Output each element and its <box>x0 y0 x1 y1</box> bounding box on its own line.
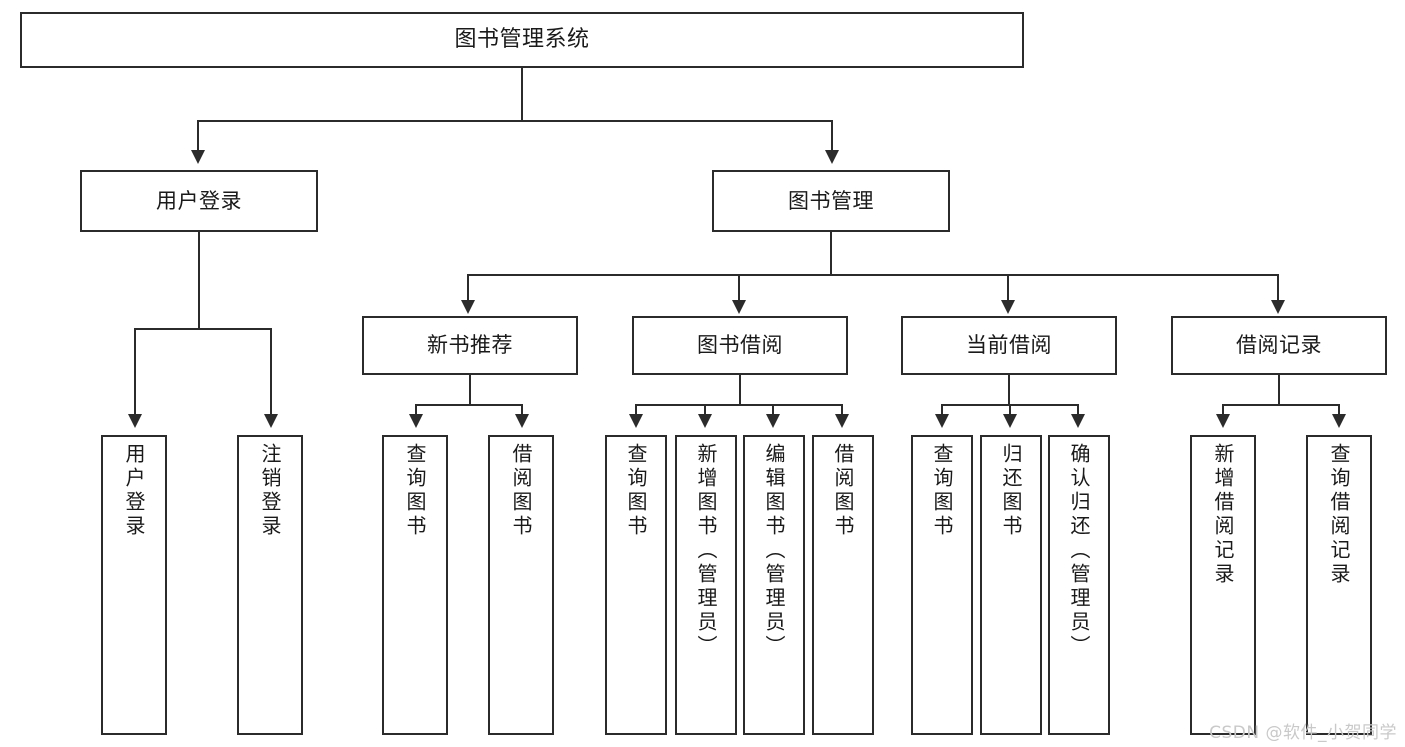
arrow-borrow-record-to-leaf-2 <box>1332 414 1346 428</box>
edge-bm-to-new-book <box>467 274 469 302</box>
arrow-book-borrow-to-leaf-1 <box>629 414 643 428</box>
edge-user-login-bus <box>134 328 272 330</box>
edge-new-book-to-leaf-1 <box>415 404 417 416</box>
arrow-borrow-record-to-leaf-1 <box>1216 414 1230 428</box>
arrow-current-borrow-to-leaf-3 <box>1071 414 1085 428</box>
edge-root-bus <box>197 120 833 122</box>
edge-bm-to-borrow-record <box>1277 274 1279 302</box>
edge-current-borrow-to-leaf-3 <box>1077 404 1079 416</box>
arrow-new-book-to-leaf-1 <box>409 414 423 428</box>
node-leaf-borrow-book-2[interactable]: 借阅图书 <box>812 435 874 735</box>
node-label: 查询借阅记录 <box>1327 443 1351 587</box>
node-leaf-edit-book[interactable]: 编辑图书（管理员） <box>743 435 805 735</box>
node-label: 新书推荐 <box>427 333 513 358</box>
edge-book-borrow-bus <box>635 404 843 406</box>
arrow-bm-to-borrow-record <box>1271 300 1285 314</box>
arrow-current-borrow-to-leaf-2 <box>1003 414 1017 428</box>
node-user-login[interactable]: 用户登录 <box>80 170 318 232</box>
node-label: 图书管理系统 <box>454 27 590 53</box>
node-label: 查询图书 <box>624 443 648 539</box>
edge-current-borrow-stem <box>1008 375 1010 404</box>
node-label: 查询图书 <box>930 443 954 539</box>
node-label: 归还图书 <box>999 443 1023 539</box>
edge-borrow-record-stem <box>1278 375 1280 404</box>
node-leaf-query-record[interactable]: 查询借阅记录 <box>1306 435 1372 735</box>
node-leaf-return-book[interactable]: 归还图书 <box>980 435 1042 735</box>
watermark: CSDN @软件_小贺同学 <box>1209 723 1397 743</box>
edge-new-book-stem <box>469 375 471 404</box>
arrow-new-book-to-leaf-2 <box>515 414 529 428</box>
node-leaf-borrow-book-1[interactable]: 借阅图书 <box>488 435 554 735</box>
node-new-book-recommend[interactable]: 新书推荐 <box>362 316 578 375</box>
node-label: 当前借阅 <box>966 333 1052 358</box>
arrow-root-to-user-login <box>191 150 205 164</box>
edge-book-borrow-to-leaf-4 <box>841 404 843 416</box>
node-label: 用户登录 <box>122 443 146 539</box>
edge-bm-to-book-borrow <box>738 274 740 302</box>
edge-user-login-to-leaf-1 <box>134 328 136 416</box>
edge-root-stem <box>521 68 523 120</box>
edge-book-borrow-to-leaf-1 <box>635 404 637 416</box>
node-leaf-user-login[interactable]: 用户登录 <box>101 435 167 735</box>
node-label: 新增借阅记录 <box>1211 443 1235 587</box>
node-label: 借阅记录 <box>1236 333 1322 358</box>
node-current-borrow[interactable]: 当前借阅 <box>901 316 1117 375</box>
edge-book-borrow-to-leaf-2 <box>704 404 706 416</box>
edge-current-borrow-to-leaf-2 <box>1009 404 1011 416</box>
edge-root-to-user-login <box>197 120 199 152</box>
edge-user-login-to-leaf-2 <box>270 328 272 416</box>
node-label: 图书借阅 <box>697 333 783 358</box>
arrow-bm-to-new-book <box>461 300 475 314</box>
arrow-book-borrow-to-leaf-4 <box>835 414 849 428</box>
node-leaf-query-book-2[interactable]: 查询图书 <box>605 435 667 735</box>
node-label: 借阅图书 <box>509 443 533 539</box>
arrow-bm-to-current-borrow <box>1001 300 1015 314</box>
edge-new-book-bus <box>415 404 523 406</box>
edge-book-borrow-stem <box>739 375 741 404</box>
arrow-book-borrow-to-leaf-3 <box>766 414 780 428</box>
node-leaf-add-book[interactable]: 新增图书（管理员） <box>675 435 737 735</box>
node-label: 借阅图书 <box>831 443 855 539</box>
arrow-user-login-to-leaf-2 <box>264 414 278 428</box>
edge-user-login-stem <box>198 232 200 328</box>
node-book-management[interactable]: 图书管理 <box>712 170 950 232</box>
node-leaf-logout[interactable]: 注销登录 <box>237 435 303 735</box>
edge-book-management-stem <box>830 232 832 274</box>
arrow-current-borrow-to-leaf-1 <box>935 414 949 428</box>
node-root-system[interactable]: 图书管理系统 <box>20 12 1024 68</box>
arrow-root-to-book-management <box>825 150 839 164</box>
edge-book-management-bus <box>467 274 1279 276</box>
edge-new-book-to-leaf-2 <box>521 404 523 416</box>
node-leaf-query-book-3[interactable]: 查询图书 <box>911 435 973 735</box>
edge-root-to-book-management <box>831 120 833 152</box>
edge-borrow-record-to-leaf-2 <box>1338 404 1340 416</box>
edge-current-borrow-to-leaf-1 <box>941 404 943 416</box>
node-label: 用户登录 <box>156 188 242 213</box>
node-leaf-add-record[interactable]: 新增借阅记录 <box>1190 435 1256 735</box>
node-label: 图书管理 <box>788 188 874 213</box>
node-label: 查询图书 <box>403 443 427 539</box>
node-label: 确认归还（管理员） <box>1067 443 1091 659</box>
node-label: 注销登录 <box>258 443 282 539</box>
edge-borrow-record-bus <box>1222 404 1340 406</box>
arrow-user-login-to-leaf-1 <box>128 414 142 428</box>
arrow-bm-to-book-borrow <box>732 300 746 314</box>
node-leaf-query-book-1[interactable]: 查询图书 <box>382 435 448 735</box>
edge-bm-to-current-borrow <box>1007 274 1009 302</box>
edge-borrow-record-to-leaf-1 <box>1222 404 1224 416</box>
arrow-book-borrow-to-leaf-2 <box>698 414 712 428</box>
node-leaf-confirm-return[interactable]: 确认归还（管理员） <box>1048 435 1110 735</box>
node-borrow-record[interactable]: 借阅记录 <box>1171 316 1387 375</box>
node-book-borrow[interactable]: 图书借阅 <box>632 316 848 375</box>
edge-book-borrow-to-leaf-3 <box>772 404 774 416</box>
node-label: 新增图书（管理员） <box>694 443 718 659</box>
node-label: 编辑图书（管理员） <box>762 443 786 659</box>
